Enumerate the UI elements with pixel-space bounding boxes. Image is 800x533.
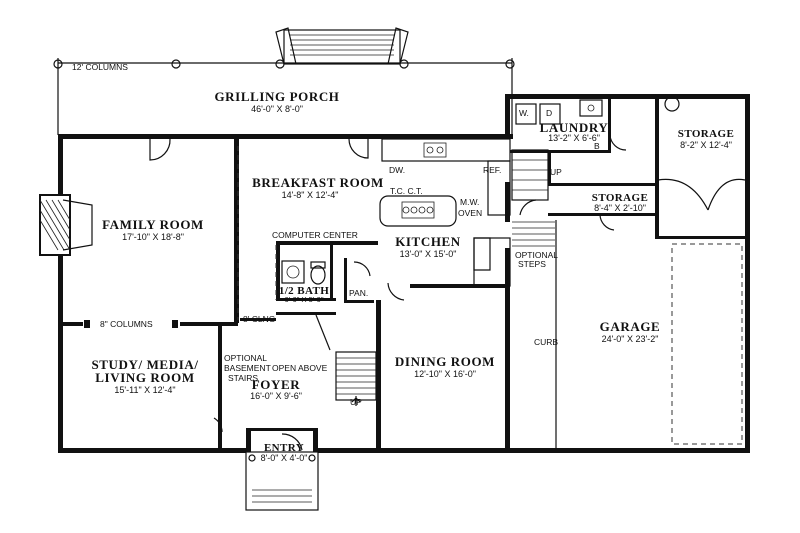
doors [149,134,627,451]
bath-fixtures [281,260,326,285]
grilling-porch-dims: 46'-0" X 8'-0" [251,104,303,114]
garage-name: GARAGE [600,319,661,334]
up-label-laundry: UP [550,167,562,177]
porch-column [171,59,181,69]
breakfast-room-dims: 14'-8" X 12'-4" [282,190,339,200]
kitchen-dims: 13'-0" X 15'-0" [400,249,457,259]
columns-8-label: 8" COLUMNS [100,319,153,329]
kitchen-island [379,195,457,227]
bench-label: B [594,141,600,151]
washer-label: W. [519,108,529,118]
family-room-dims: 17'-10" X 18'-8" [122,232,184,242]
entry-dims: 8'-0" X 4'-0" [261,453,308,463]
optional-basement-label-2: BASEMENT [224,363,271,373]
entry-porch [245,428,319,511]
family-room-name: FAMILY ROOM [102,217,204,232]
study-name-line1: STUDY/ MEDIA/ [91,357,198,372]
storage-1-dims: 8'-2" X 12'-4" [680,140,732,150]
clng-label: 8' CLNG [243,314,275,324]
optional-basement-label-3: STAIRS [228,373,258,383]
up-label-foyer: UP [350,397,362,407]
exterior-walls [58,94,750,453]
laundry-dims: 13'-2" X 6'-6" [548,133,600,143]
dining-room-dims: 12'-10" X 16'-0" [414,369,476,379]
grilling-porch-name: GRILLING PORCH [214,89,339,104]
porch-column [399,59,409,69]
garage-steps [511,149,557,450]
foyer-name: FOYER [252,377,301,392]
porch-column [53,59,63,69]
ref-label: REF. [483,165,501,175]
storage-1-name: STORAGE [678,128,734,140]
garage-details [657,178,746,445]
porch-columns-label: 12' COLUMNS [72,62,128,72]
grilling-porch-structure [53,27,515,135]
half-bath-name: 1/2 BATH [279,285,329,297]
dw-label: DW. [389,165,405,175]
study-dims: 15'-11" X 12'-4" [114,385,175,395]
half-bath-dims: 6'-0" X 5'-0" [284,295,323,304]
storage-2-dims: 8'-4" X 2'-10" [594,203,646,213]
tc-ct-label: T.C. C.T. [390,186,423,196]
pantry-label: PAN. [349,288,368,298]
optional-steps-label-1: OPTIONAL [515,250,558,260]
optional-basement-label-1: OPTIONAL [224,353,267,363]
kitchen-fixtures [379,138,511,287]
curb-label: CURB [534,337,558,347]
study-name-line2: LIVING ROOM [95,370,194,385]
mw-label: M.W. [460,197,479,207]
garage-dims: 24'-0" X 23'-2" [602,334,659,344]
oven-label: OVEN [458,208,482,218]
interior-walls [63,98,750,452]
dryer-label: D [546,108,552,118]
foyer-dims: 16'-0" X 9'-6" [250,391,302,401]
fireplace [39,194,93,256]
porch-column [275,59,285,69]
optional-steps-label-2: STEPS [518,259,546,269]
computer-center-label: COMPUTER CENTER [272,230,358,240]
laundry-fixtures [515,96,680,125]
column-8 [172,320,178,328]
dining-room-name: DINING ROOM [395,354,495,369]
kitchen-name: KITCHEN [395,234,461,249]
breakfast-room-name: BREAKFAST ROOM [252,175,384,190]
open-above-label: OPEN ABOVE [272,363,328,373]
foyer-stairs [315,314,377,406]
storage-2-name: STORAGE [592,192,648,204]
laundry-name: LAUNDRY [540,120,609,135]
entry-name: ENTRY [264,442,304,454]
porch-column [505,59,515,69]
column-8 [84,320,90,328]
